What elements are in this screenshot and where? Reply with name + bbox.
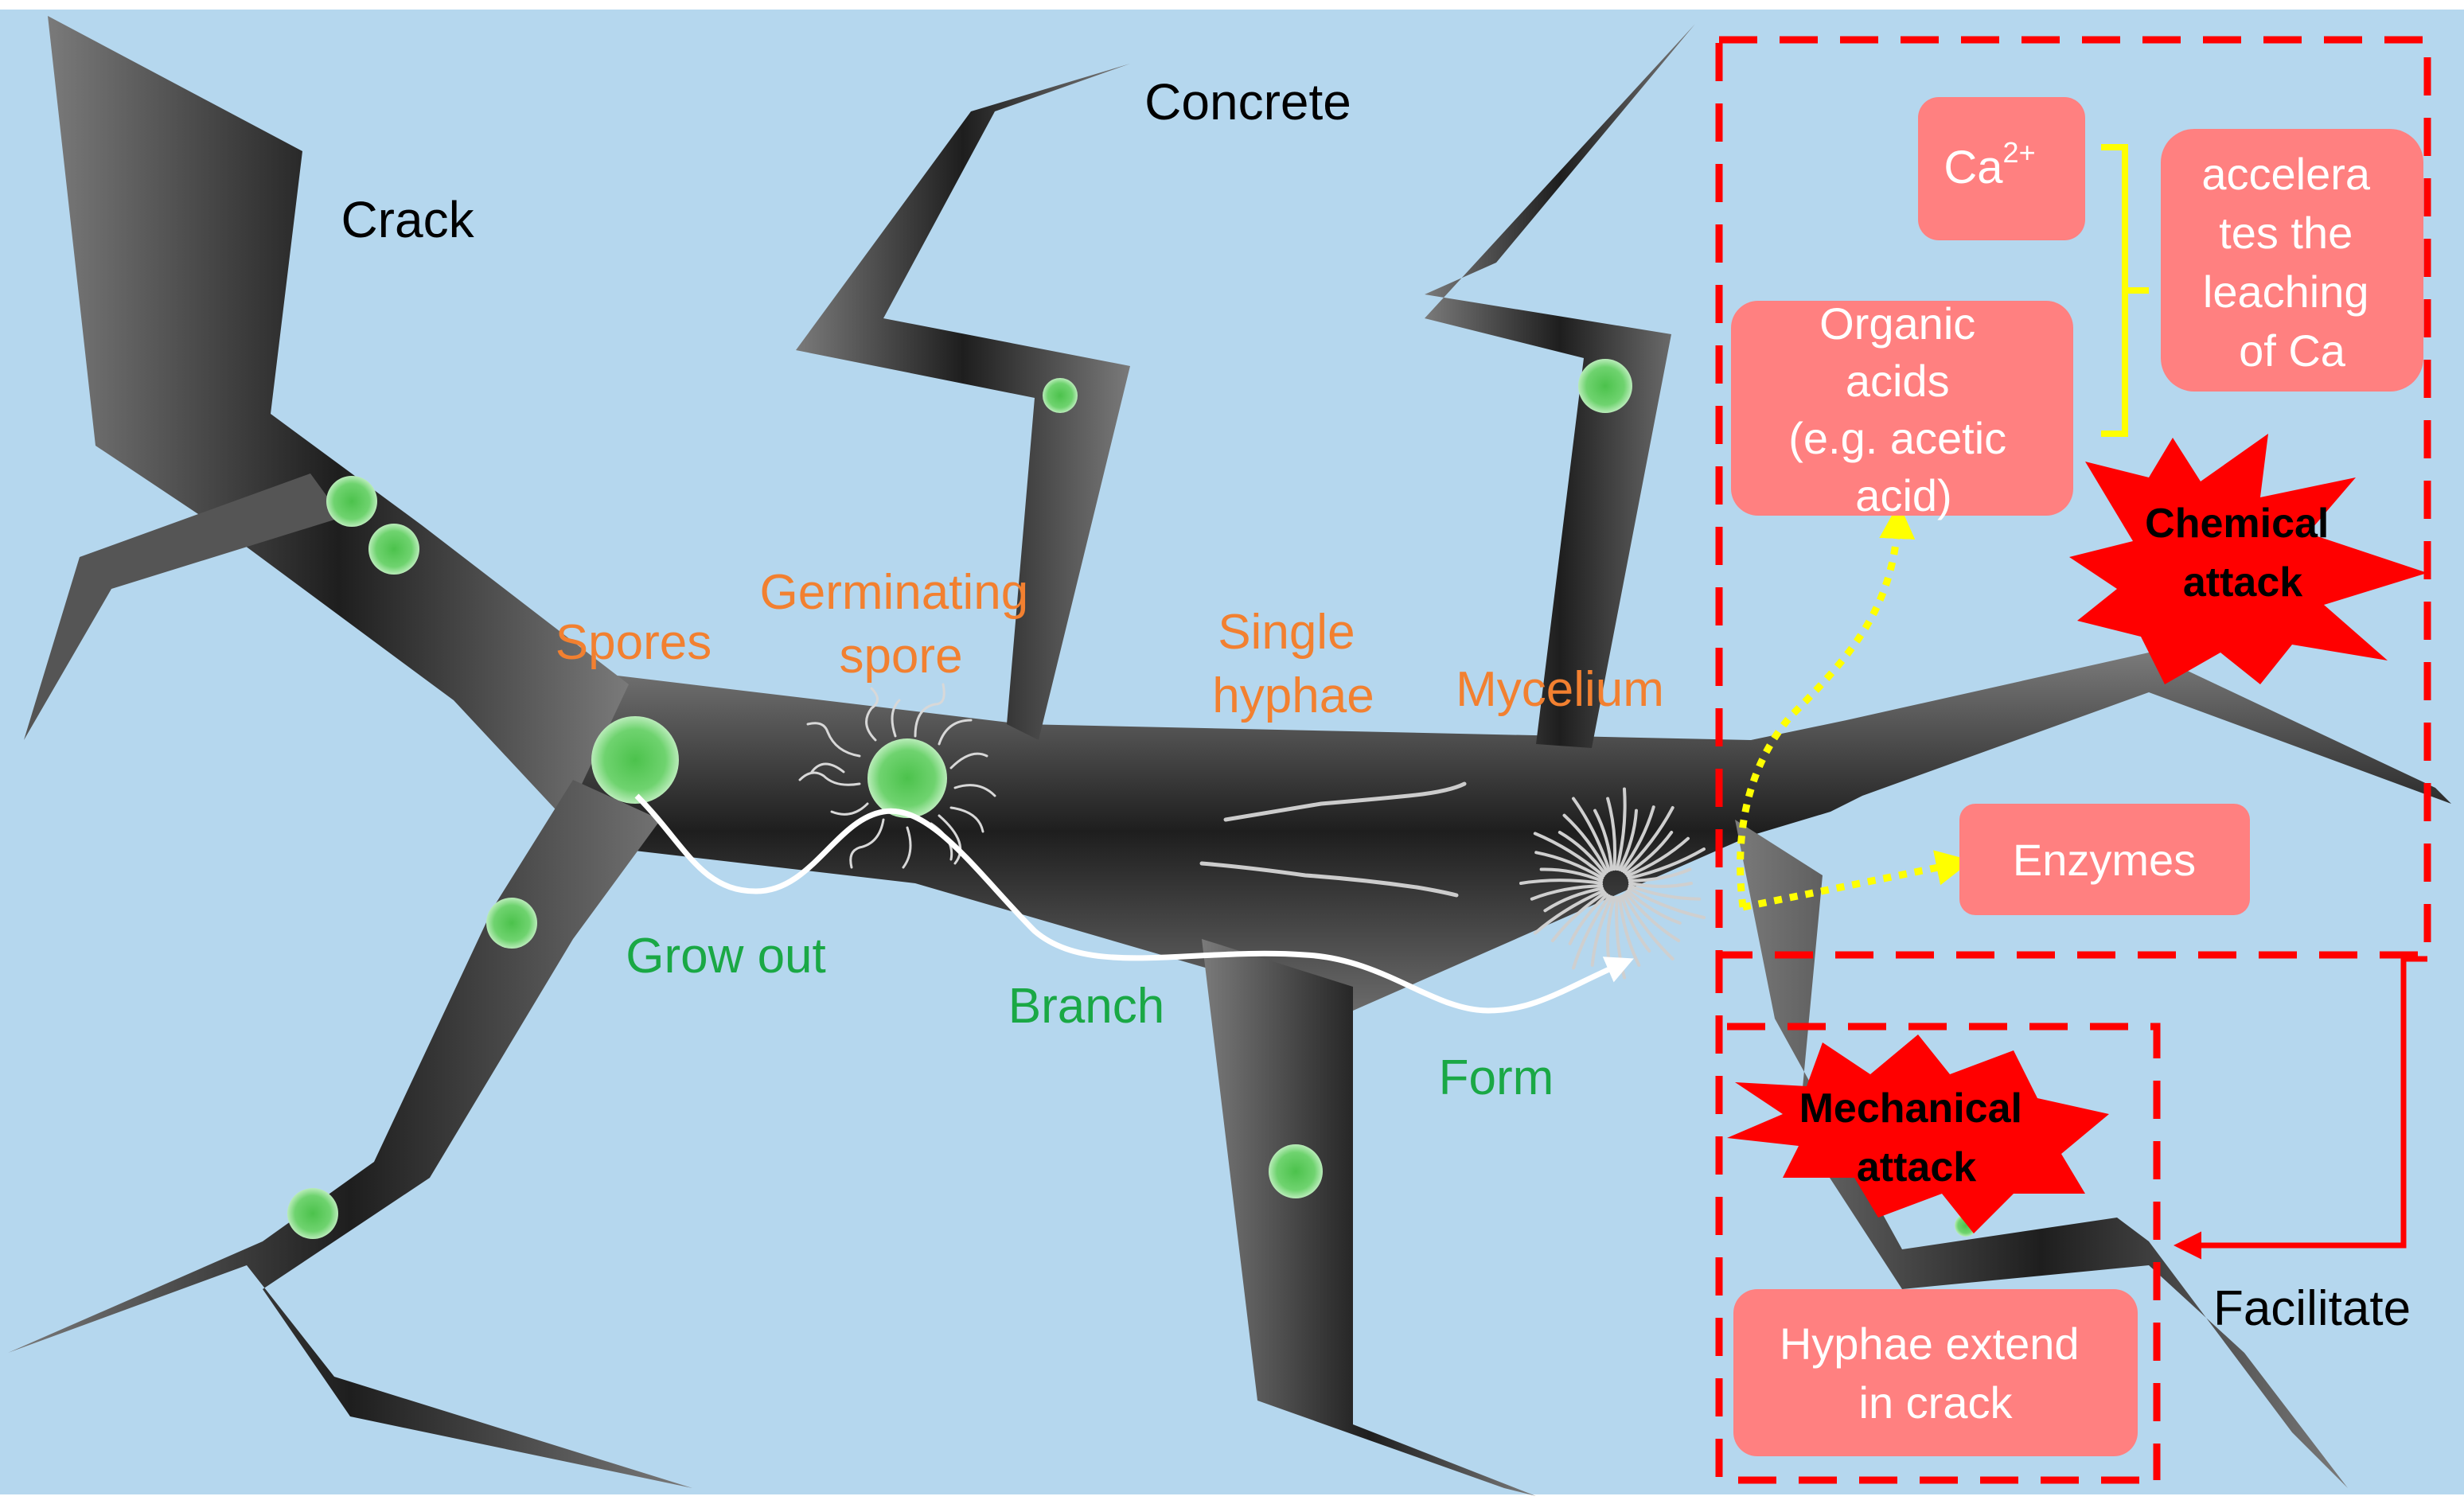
germinating-spore-label: Germinating spore: [760, 565, 1043, 684]
concrete-label: Concrete: [1144, 73, 1351, 131]
crack-branch-lower-left: [8, 780, 692, 1488]
enzymes-box: [1959, 804, 2250, 915]
mycelium-filament: [1627, 886, 1706, 919]
facilitate-connector: [2174, 956, 2427, 1260]
spore-germinating: [867, 738, 947, 818]
mechanical-attack-label: Mechanical attack: [1799, 1085, 2034, 1190]
crack-branch-lower-center: [1202, 939, 1536, 1496]
spore: [1269, 1144, 1323, 1198]
mycelium-filament: [1615, 787, 1627, 871]
spore: [287, 1188, 338, 1239]
crack-twig-left: [24, 473, 342, 740]
organic-acids-label: Organic acids (e.g. acetic acid): [1788, 298, 2018, 520]
calcium-label: Ca2+: [1944, 136, 2035, 193]
mycelium-filament: [1617, 808, 1638, 871]
crack-network: [8, 16, 2451, 1496]
mycelium-filament: [1539, 867, 1604, 883]
mycelium-filament: [1624, 831, 1674, 875]
main-crack: [557, 653, 2451, 1011]
mycelium-filament: [1626, 836, 1690, 878]
mycelium-filament: [1530, 884, 1604, 901]
mycelium-filament: [1617, 895, 1641, 967]
mycelium-filament: [1628, 867, 1692, 883]
spore: [1043, 378, 1078, 413]
mycelium-filament: [1590, 895, 1614, 967]
branch-label: Branch: [1008, 979, 1164, 1034]
mechanical-region-left-bottom: [1715, 955, 2157, 1484]
mycelium-filament: [1606, 797, 1617, 871]
calcium-box: [1918, 97, 2085, 240]
mycelium-filament: [1626, 889, 1682, 925]
mechanical-attack-burst: [1727, 1034, 2109, 1233]
accelerates-leaching-box: [2161, 129, 2423, 392]
growth-arrow: [634, 793, 1634, 1014]
yellow-bracket: [2101, 144, 2149, 437]
mycelium-filament: [1627, 847, 1706, 880]
crack-label: Crack: [341, 191, 474, 248]
mycelium-filament: [1624, 891, 1681, 943]
mycelium-filament: [1558, 831, 1607, 875]
organic-acids-box: [1731, 301, 2073, 516]
spore: [486, 898, 537, 949]
hyphae-extend-label: Hyphae extend in crack: [1780, 1319, 2092, 1428]
chemical-attack-burst: [2069, 434, 2427, 684]
hyphae-extend-box: [1733, 1289, 2138, 1456]
mycelium-filament: [1534, 851, 1604, 880]
mycelium-filament: [1593, 808, 1614, 871]
mechanical-attack-region: [1727, 1023, 2161, 1480]
mycelium-filament: [1519, 879, 1603, 885]
crack-branch-top-center: [796, 64, 1130, 740]
accelerates-leaching-label: accelera tes the leaching of Ca: [2201, 149, 2382, 376]
attack-bursts: Chemical attack Mechanical attack: [1727, 434, 2427, 1233]
mycelium-graphic: [1519, 787, 1706, 980]
mycelium-filament: [1628, 884, 1702, 901]
grow-out-label: Grow out: [626, 929, 826, 984]
spore: [368, 524, 419, 575]
mycelium-filament: [1543, 886, 1604, 913]
diagram-labels: Concrete Crack Spores Germinating spore …: [341, 73, 2411, 1336]
enzymes-label: Enzymes: [2013, 835, 2196, 885]
crack-branch-lower-right: [1735, 820, 2348, 1488]
spore-large: [591, 716, 679, 804]
crack-branch-top-right: [1425, 24, 1695, 748]
crack-branch-upper-left: [48, 16, 629, 820]
mycelium-filament: [1622, 806, 1675, 874]
mycelium-filament: [1550, 891, 1607, 943]
mycelium-filament: [1533, 889, 1605, 935]
spore: [1578, 359, 1632, 413]
single-hyphae-label: Single hyphae: [1212, 605, 1374, 723]
form-label: Form: [1439, 1050, 1554, 1105]
spore-group: [287, 359, 1977, 1239]
mycelium-label: Mycelium: [1456, 662, 1664, 717]
mycelium-filament: [1628, 882, 1693, 888]
spores-label: Spores: [556, 615, 712, 670]
single-hyphae-graphic: [1199, 781, 1467, 898]
mycelium-filament: [1562, 813, 1609, 874]
mycelium-filament: [1606, 895, 1616, 960]
spore: [326, 476, 377, 527]
mycelium-filament: [1572, 894, 1611, 970]
yellow-arrow-enzymes: [1742, 850, 1972, 911]
info-boxes: Ca2+ Organic acids (e.g. acetic acid) ac…: [1731, 97, 2423, 1456]
mycelium-filament: [1620, 894, 1651, 953]
mycelium-filament: [1533, 832, 1605, 878]
mycelium-filament: [1620, 805, 1655, 872]
mycelium-filament: [1568, 893, 1609, 945]
chemical-attack-label: Chemical attack: [2145, 501, 2341, 606]
chemical-attack-region: [1715, 36, 2431, 959]
mycelium-filament: [1622, 893, 1675, 960]
facilitate-label: Facilitate: [2213, 1281, 2411, 1336]
mycelium-filament: [1572, 797, 1611, 872]
